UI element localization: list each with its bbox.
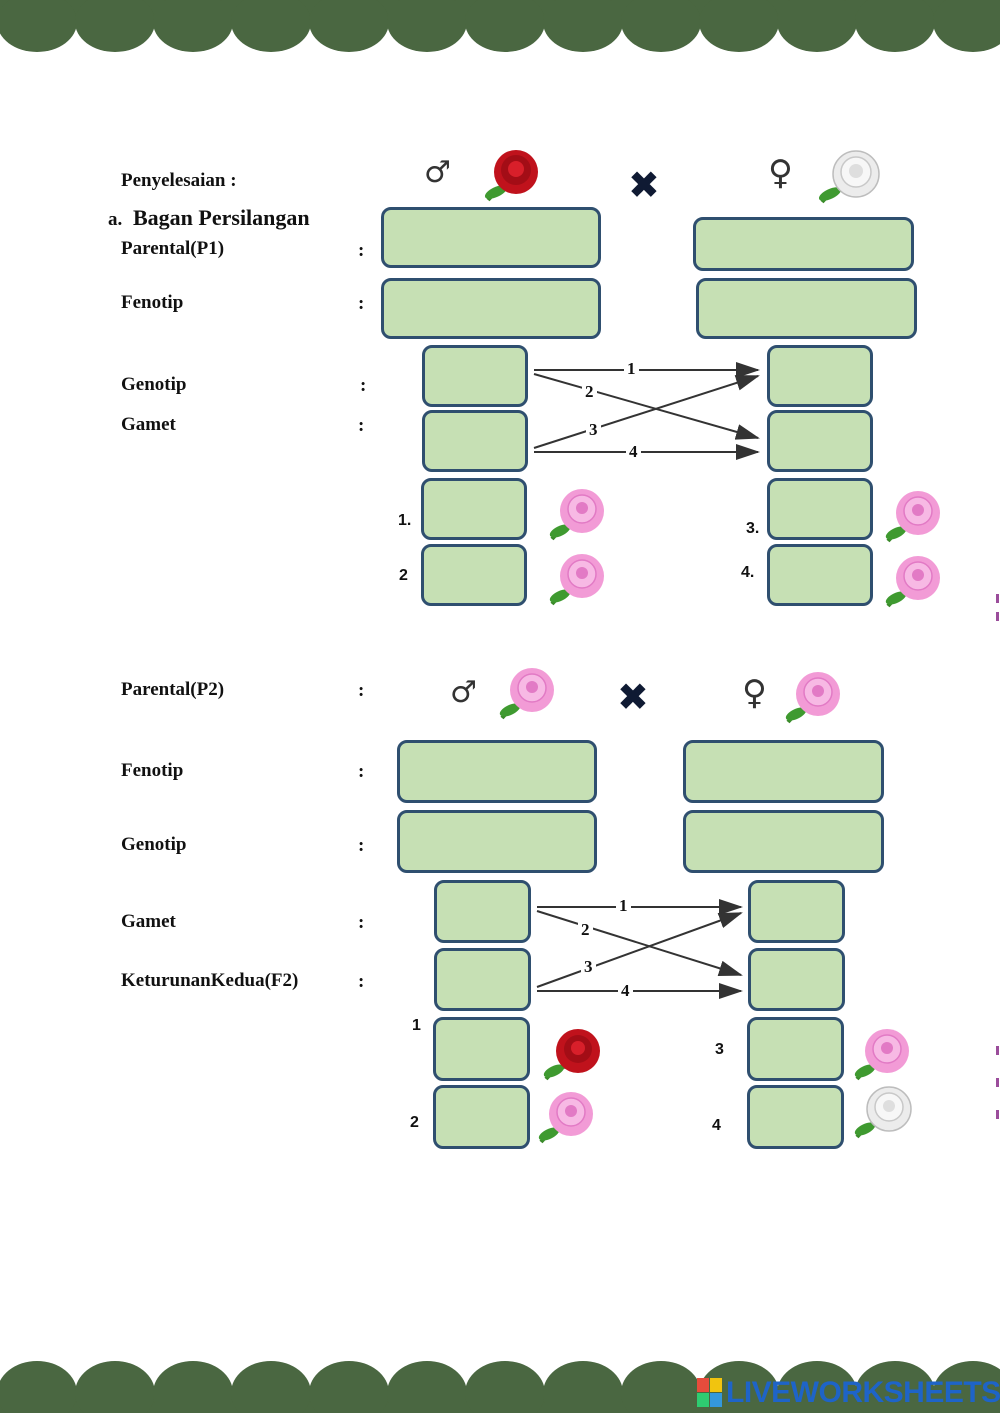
offspring-number: 4. [741, 564, 755, 581]
top-scallop-border [0, 0, 1000, 52]
row-label-fenotip: Fenotip [121, 760, 184, 781]
answer-box-f1-offspring-4[interactable] [767, 544, 873, 606]
pink-rose-icon [538, 1092, 593, 1144]
answer-box-f1-offspring-1[interactable] [421, 478, 527, 540]
female-symbol-icon: ♀ [768, 153, 793, 193]
cross-symbol-icon: ✖ [617, 675, 649, 719]
gamete-cross-arrows-2 [536, 899, 743, 999]
answer-box-p2-female-genotip[interactable] [683, 810, 884, 873]
arrow-label: 2 [582, 382, 597, 402]
arrow-label: 1 [616, 896, 631, 916]
red-rose-icon [543, 1029, 600, 1081]
bottom-scallop-border [0, 1361, 1000, 1413]
pink-rose-icon [854, 1029, 909, 1081]
row-colon: : [358, 680, 365, 701]
male-symbol-icon: ♂ [450, 675, 477, 710]
answer-box-p1-male-parental[interactable] [381, 207, 601, 268]
answer-box-p1-female-fenotip[interactable] [696, 278, 917, 339]
pink-rose-icon [785, 672, 840, 724]
liveworksheets-logo-icon [697, 1378, 722, 1407]
answer-box-p1-female-gamete-1[interactable] [767, 345, 873, 407]
pink-rose-icon [549, 554, 604, 606]
row-colon: : [358, 971, 365, 992]
liveworksheets-brand-text: LIVEWORKSHEETS [726, 1376, 1000, 1409]
offspring-number: 3 [715, 1041, 724, 1058]
row-colon: : [358, 415, 365, 436]
offspring-number: 1 [412, 1017, 421, 1034]
liveworksheets-logo[interactable]: LIVEWORKSHEETS [697, 1375, 1000, 1411]
answer-box-f2-offspring-4[interactable] [747, 1085, 844, 1149]
row-colon: : [358, 912, 365, 933]
offspring-number: 2 [399, 567, 408, 584]
row-label-fenotip: Fenotip [121, 292, 184, 313]
section-marker: a. [108, 209, 123, 230]
pink-rose-icon [499, 668, 554, 720]
answer-box-p1-female-gamete-2[interactable] [767, 410, 873, 472]
row-colon: : [358, 835, 365, 856]
offspring-number: 1. [398, 512, 412, 529]
answer-box-p2-female-fenotip[interactable] [683, 740, 884, 803]
red-rose-icon [484, 150, 538, 202]
edge-marker [996, 1046, 999, 1055]
answer-box-f2-offspring-2[interactable] [433, 1085, 530, 1149]
answer-box-f1-offspring-2[interactable] [421, 544, 527, 606]
row-label-genotip: Genotip [121, 374, 187, 395]
row-label-gamet: Gamet [121, 414, 176, 435]
arrow-label: 3 [586, 420, 601, 440]
offspring-number: 3. [746, 520, 760, 537]
answer-box-p2-male-fenotip[interactable] [397, 740, 597, 803]
offspring-number: 4 [712, 1117, 721, 1134]
white-rose-icon [818, 150, 880, 204]
arrow-label: 3 [581, 957, 596, 977]
arrow-label: 4 [618, 981, 633, 1001]
pink-rose-icon [549, 489, 604, 541]
row-colon: : [358, 240, 365, 261]
row-label-parental-p1: Parental(P1) [121, 238, 225, 259]
edge-marker [996, 1078, 999, 1087]
row-colon: : [358, 761, 365, 782]
row-colon: : [358, 293, 365, 314]
white-rose-icon [854, 1086, 912, 1139]
row-label-genotip: Genotip [121, 834, 187, 855]
answer-box-f2-offspring-1[interactable] [433, 1017, 530, 1081]
edge-marker [996, 1110, 999, 1119]
answer-box-p2-female-gamete-2[interactable] [748, 948, 845, 1011]
section-title: Bagan Persilangan [133, 205, 310, 230]
arrow-label: 4 [626, 442, 641, 462]
answer-box-p2-male-gamete-2[interactable] [434, 948, 531, 1011]
arrow-label: 1 [624, 359, 639, 379]
pink-rose-icon [885, 556, 940, 608]
solution-label: Penyelesaian : [121, 170, 237, 191]
row-label-keturunan-kedua-f2: KeturunanKedua(F2) [121, 970, 299, 991]
answer-box-p1-male-gamete-2[interactable] [422, 410, 528, 472]
row-label-parental-p2: Parental(P2) [121, 679, 225, 700]
answer-box-p1-female-parental[interactable] [693, 217, 914, 271]
answer-box-f2-offspring-3[interactable] [747, 1017, 844, 1081]
cross-symbol-icon: ✖ [628, 163, 660, 207]
gamete-cross-arrows-1 [533, 362, 760, 460]
answer-box-p1-male-fenotip[interactable] [381, 278, 601, 339]
female-symbol-icon: ♀ [742, 673, 767, 713]
answer-box-p2-female-gamete-1[interactable] [748, 880, 845, 943]
answer-box-p2-male-gamete-1[interactable] [434, 880, 531, 943]
edge-marker [996, 594, 999, 603]
row-label-gamet: Gamet [121, 911, 176, 932]
answer-box-p2-male-genotip[interactable] [397, 810, 597, 873]
edge-marker [996, 612, 999, 621]
arrow-label: 2 [578, 920, 593, 940]
row-colon: : [360, 375, 367, 396]
answer-box-p1-male-gamete-1[interactable] [422, 345, 528, 407]
pink-rose-icon [885, 491, 940, 543]
answer-box-f1-offspring-3[interactable] [767, 478, 873, 540]
male-symbol-icon: ♂ [424, 155, 451, 190]
offspring-number: 2 [410, 1114, 419, 1131]
